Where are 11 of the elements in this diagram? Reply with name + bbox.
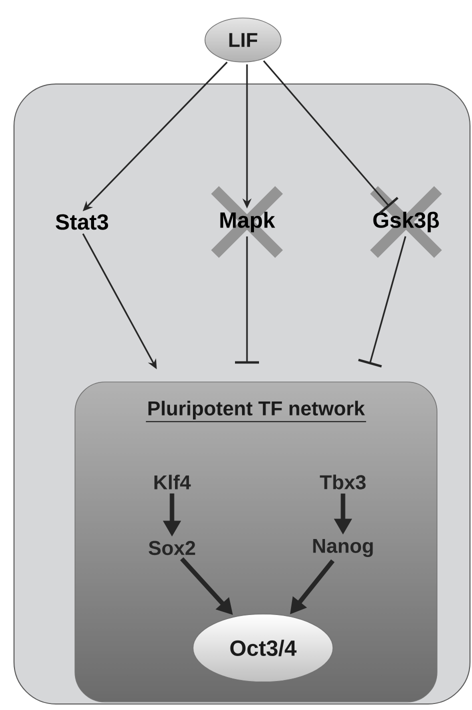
gene-label: Stat3 <box>56 214 108 230</box>
arrow <box>358 236 406 368</box>
gene-label: Nanog <box>313 539 373 557</box>
arrow <box>263 60 398 214</box>
gene-label: Tbx3 <box>320 474 366 490</box>
gene-label: Mapk <box>220 212 276 232</box>
gene-label: Gsk3β <box>373 212 439 232</box>
oval-node: LIF <box>204 18 282 62</box>
gene-label: Klf4 <box>154 474 191 490</box>
arrow <box>235 236 259 364</box>
gene-label: Sox2 <box>148 540 196 556</box>
